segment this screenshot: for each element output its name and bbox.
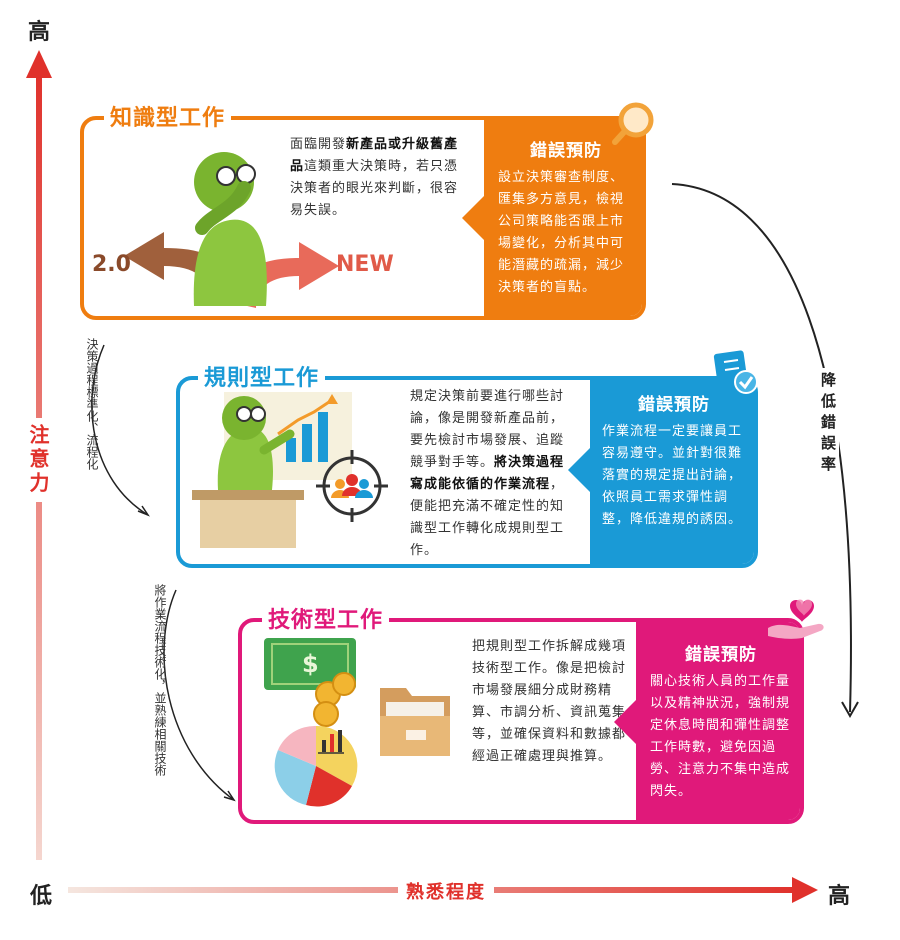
badge-new: NEW (336, 252, 394, 277)
technical-panel-body: 關心技術人員的工作量以及精神狀況，強制規定休息時間和彈性調整工作時數，避免因過勞… (650, 674, 791, 799)
left-arrow-shape (124, 232, 234, 303)
rule-panel-title: 錯誤預防 (638, 395, 710, 415)
rule-work-title: 規則型工作 (198, 360, 326, 392)
heart-hand-icon (768, 599, 824, 639)
knowledge-work-description: 面臨開發新產品或升級舊產品這類重大決策時，若只憑決策者的眼光來判斷，很容易失誤。 (290, 137, 459, 218)
x-axis-arrowhead (792, 877, 818, 903)
knowledge-panel-notch (462, 196, 484, 240)
y-axis-low-label: 低 (30, 884, 53, 909)
badge-old-version: 2.0 (92, 252, 131, 277)
y-axis-high-label: 高 (28, 20, 51, 45)
desk (192, 490, 304, 500)
target-group-icon (316, 450, 388, 522)
checklist-icon (713, 350, 758, 394)
rule-panel-notch (568, 448, 590, 492)
side-note-standardize: 決策過程標準化、流程化 (85, 338, 99, 470)
y-axis-arrowhead (26, 50, 52, 78)
workflow-highlight: 將決策過程寫成能依循的作業流程 (410, 455, 565, 492)
y-axis-title: 注意力 (24, 418, 53, 502)
banknote-icon (264, 638, 356, 690)
rule-work-description: 規定決策前要進行哪些討論，像是開發新產品前，要先檢討市場發展、追蹤競爭對手等。將… (410, 389, 565, 558)
right-curve-arrow (671, 183, 852, 713)
rule-error-prevention-panel: 錯誤預防 作業流程一定要讓員工容易遵守。並針對很難落實的規定提出討論，依照員工需… (590, 380, 754, 564)
reduce-error-rate-label: 降低錯誤率 (818, 368, 839, 481)
x-axis-high-label: 高 (828, 884, 851, 909)
rule-panel-body: 作業流程一定要讓員工容易遵守。並針對很難落實的規定提出討論，依照員工需求彈性調整… (602, 424, 743, 527)
side-note-technicalize: 將作業流程技術化，並熟練相關技術 (153, 584, 167, 776)
presenter-body (217, 427, 273, 490)
knowledge-panel-body: 設立決策審查制度、匯集多方意見，檢視公司策略能否跟上市場變化，分析其中可能潛藏的… (498, 170, 625, 295)
magnifier-icon (612, 102, 654, 145)
technical-panel-notch (614, 700, 636, 744)
knowledge-work-title: 知識型工作 (104, 100, 232, 132)
technical-work-title: 技術型工作 (262, 602, 390, 634)
technical-error-prevention-panel: 錯誤預防 關心技術人員的工作量以及精神狀況，強制規定休息時間和彈性調整工作時數，… (636, 622, 800, 820)
x-axis-title: 熟悉程度 (398, 878, 494, 904)
pie-chart-icon (316, 725, 358, 786)
knowledge-panel-title: 錯誤預防 (530, 141, 602, 161)
knowledge-error-prevention-panel: 錯誤預防 設立決策審查制度、匯集多方意見，檢視公司策略能否跟上市場變化，分析其中… (484, 120, 642, 316)
left-curve-arrow-1 (91, 344, 149, 516)
svg-text:$: $ (302, 650, 319, 678)
technical-panel-title: 錯誤預防 (685, 645, 757, 665)
right-arrow-shape (234, 242, 339, 308)
finance-files-illustration: $ (264, 638, 450, 807)
presentation-illustration (192, 392, 352, 548)
left-curve-arrow-2 (163, 589, 235, 801)
person-body (193, 219, 267, 306)
decision-person-illustration (124, 152, 339, 308)
technical-work-description: 把規則型工作拆解成幾項技術型工作。像是把檢討市場發展細分成財務精算、市調分析、資… (472, 639, 627, 764)
new-product-highlight: 新產品或升級舊產品 (290, 137, 459, 174)
